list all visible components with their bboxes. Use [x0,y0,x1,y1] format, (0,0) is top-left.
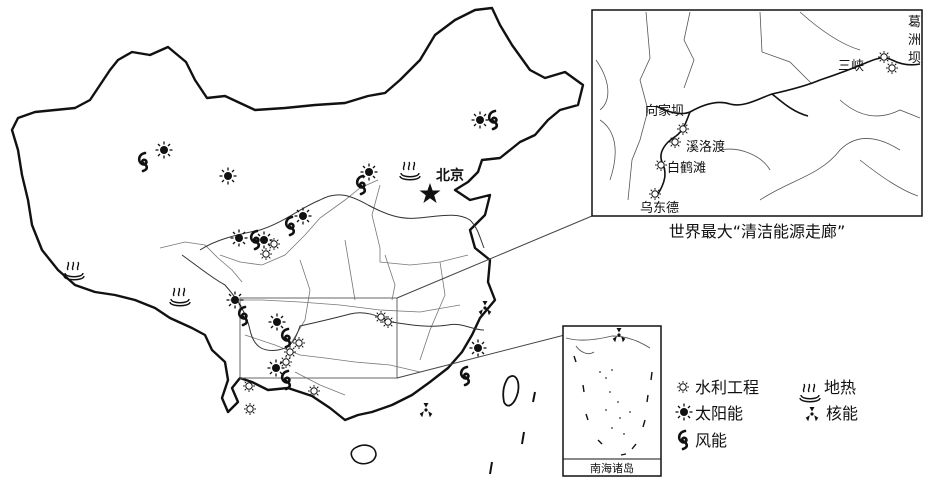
taiwan [502,375,520,407]
legend-solar: 太阳能 [674,402,743,423]
china-outline [10,6,585,422]
wind-markers [137,109,499,391]
south-sea-label: 南海诸岛 [590,461,634,475]
legend-nuclear: 核能 [805,404,858,423]
sea-boundary [489,391,536,475]
rivers [181,194,485,351]
dam-label-sanxia: 三峡 [838,59,864,74]
geothermal-icon [799,383,821,403]
study-area-box [239,297,398,379]
province-boundaries [159,179,469,396]
legend: 水利工程 地热 太阳能 核能 风能 [674,378,858,451]
dam-label-xiluodu: 溪洛渡 [686,139,725,155]
beijing-star [419,183,441,203]
wind-icon [677,429,689,451]
south-sea-inset: 南海诸岛 [562,325,662,477]
nuclear-icon [805,407,819,422]
dam-label-xiangjiaba: 向家坝 [645,103,684,119]
dam-label-gezhouba-0: 葛 [908,15,921,30]
dam-label-baihetan: 白鹤滩 [667,160,706,176]
legend-solar-label: 太阳能 [695,404,743,423]
legend-hydro-label: 水利工程 [695,378,759,397]
legend-hydro: 水利工程 [676,378,759,397]
corridor-caption: 世界最大“清洁能源走廊” [669,222,846,241]
dam-label-wudongde: 乌东德 [640,200,679,216]
legend-nuclear-label: 核能 [826,404,858,423]
hainan [350,444,377,465]
connector-bottom [396,327,593,379]
solar-icon [674,402,694,422]
corridor-inset: 乌东德 白鹤滩 溪洛渡 向家坝 三峡 葛 洲 坝 [591,9,923,217]
beijing-label: 北京 [436,167,464,184]
legend-geothermal: 地热 [799,378,856,403]
dam-label-gezhouba-1: 洲 [908,33,921,48]
legend-geothermal-label: 地热 [824,378,856,397]
legend-wind: 风能 [677,429,727,451]
hydro-icon [676,380,690,394]
connector-top [396,215,593,299]
dam-label-gezhouba-2: 坝 [908,51,921,66]
legend-wind-label: 风能 [695,431,727,450]
